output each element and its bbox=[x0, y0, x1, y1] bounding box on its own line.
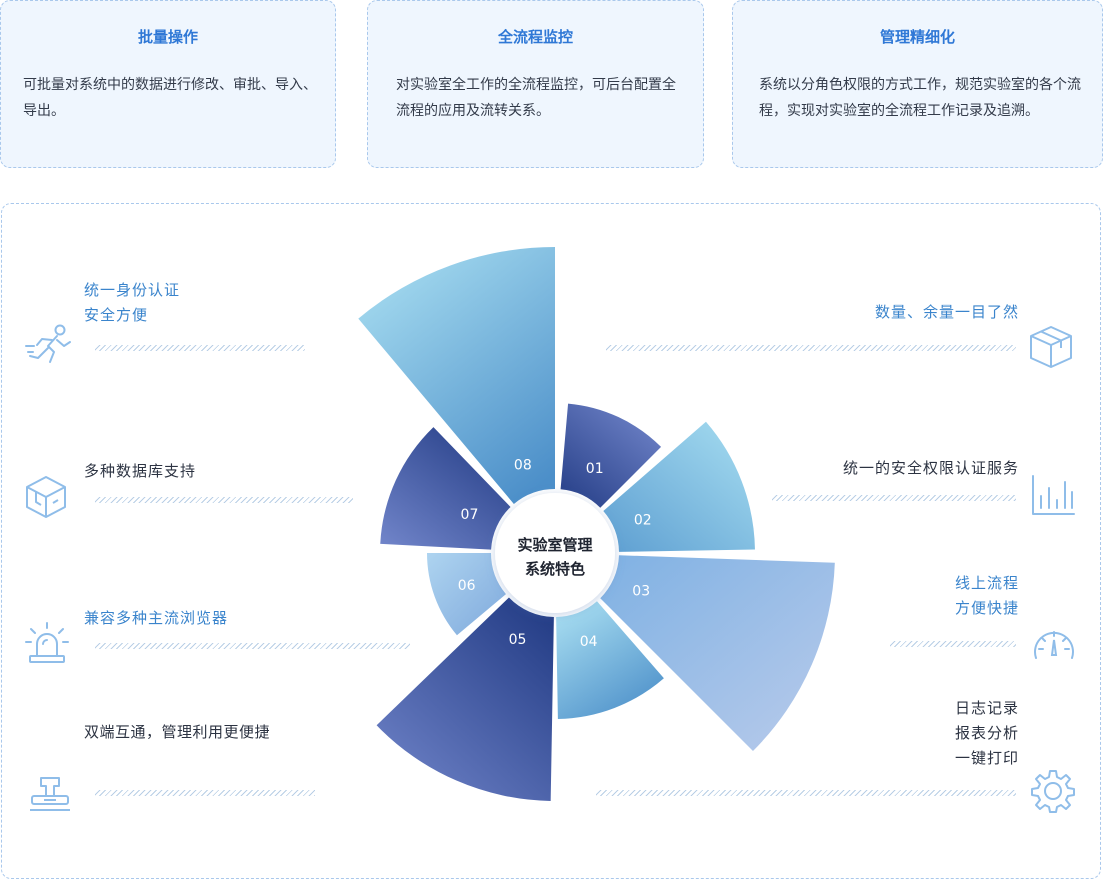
feature-card-batch: 批量操作 可批量对系统中的数据进行修改、审批、导入、导出。 bbox=[0, 0, 336, 168]
left-feature-3: 兼容多种主流浏览器 bbox=[84, 606, 228, 631]
petal-5 bbox=[376, 597, 554, 801]
feature-line: 兼容多种主流浏览器 bbox=[84, 609, 229, 627]
right-feature-3: 线上流程 方便快捷 bbox=[955, 571, 1019, 621]
stamp-icon bbox=[30, 777, 70, 811]
feature-line: 报表分析 bbox=[954, 724, 1019, 742]
alarm-light-icon bbox=[25, 622, 69, 663]
feature-line: 安全方便 bbox=[84, 306, 149, 324]
gear-icon bbox=[1031, 770, 1075, 813]
petal-4 bbox=[556, 601, 664, 719]
feature-line: 方便快捷 bbox=[954, 599, 1019, 617]
card-title: 批量操作 bbox=[137, 28, 198, 46]
card-title: 全流程监控 bbox=[497, 28, 573, 46]
feature-line: 日志记录 bbox=[954, 699, 1019, 717]
feature-line: 数量、余量一目了然 bbox=[874, 303, 1019, 321]
card-body: 可批量对系统中的数据进行修改、审批、导入、导出。 bbox=[23, 77, 317, 119]
left-feature-1: 统一身份认证 安全方便 bbox=[84, 278, 180, 328]
feature-line: 线上流程 bbox=[954, 574, 1019, 592]
petal-7 bbox=[380, 427, 511, 550]
card-body: 系统以分角色权限的方式工作，规范实验室的各个流程，实现对实验室的全流程工作记录及… bbox=[759, 77, 1081, 119]
hatch-divider bbox=[772, 495, 1016, 501]
petal-3 bbox=[600, 555, 835, 751]
running-person-icon bbox=[25, 324, 71, 363]
gauge-icon bbox=[1034, 631, 1074, 659]
petal-label-8: 08 bbox=[514, 458, 532, 474]
petal-label-5: 05 bbox=[509, 632, 527, 648]
feature-line: 多种数据库支持 bbox=[84, 462, 197, 480]
petal-label-4: 04 bbox=[580, 634, 598, 650]
center-title-line2: 系统特色 bbox=[525, 560, 585, 578]
feature-line: 统一的安全权限认证服务 bbox=[842, 459, 1019, 477]
petal-2 bbox=[603, 421, 755, 552]
right-feature-1: 数量、余量一目了然 bbox=[875, 300, 1019, 325]
center-circle bbox=[495, 493, 615, 613]
petal-label-7: 07 bbox=[461, 507, 479, 523]
feature-card-refined: 管理精细化 系统以分角色权限的方式工作，规范实验室的各个流程，实现对实验室的全流… bbox=[732, 0, 1103, 168]
petal-8 bbox=[358, 247, 555, 504]
hatch-divider bbox=[95, 345, 305, 351]
bar-chart-icon bbox=[1032, 475, 1075, 515]
right-feature-2: 统一的安全权限认证服务 bbox=[843, 456, 1019, 481]
petal-1 bbox=[560, 403, 662, 508]
feature-line: 统一身份认证 bbox=[84, 281, 181, 299]
feature-card-monitor: 全流程监控 对实验室全工作的全流程监控，可后台配置全流程的应用及流转关系。 bbox=[367, 0, 704, 168]
petal-label-1: 01 bbox=[586, 461, 604, 477]
hatch-divider bbox=[95, 497, 353, 503]
petal-label-2: 02 bbox=[634, 512, 652, 528]
petal-label-3: 03 bbox=[632, 583, 650, 599]
petal-label-6: 06 bbox=[458, 578, 476, 594]
card-body: 对实验室全工作的全流程监控，可后台配置全流程的应用及流转关系。 bbox=[396, 77, 676, 119]
cube-icon bbox=[26, 476, 66, 518]
left-feature-2: 多种数据库支持 bbox=[84, 459, 196, 484]
feature-line: 双端互通，管理利用更便捷 bbox=[84, 723, 271, 741]
box-icon bbox=[1030, 326, 1072, 368]
hatch-divider bbox=[606, 345, 1016, 351]
hatch-divider bbox=[95, 790, 315, 796]
features-panel bbox=[1, 203, 1101, 879]
center-title-line1: 实验室管理 bbox=[517, 536, 592, 554]
hatch-divider bbox=[890, 641, 1016, 647]
petal-6 bbox=[427, 553, 506, 636]
left-feature-4: 双端互通，管理利用更便捷 bbox=[84, 720, 270, 745]
feature-line: 一键打印 bbox=[954, 749, 1019, 767]
hatch-divider bbox=[95, 643, 410, 649]
hatch-divider bbox=[596, 790, 1016, 796]
right-feature-4: 日志记录 报表分析 一键打印 bbox=[955, 696, 1019, 771]
card-title: 管理精细化 bbox=[879, 28, 955, 46]
